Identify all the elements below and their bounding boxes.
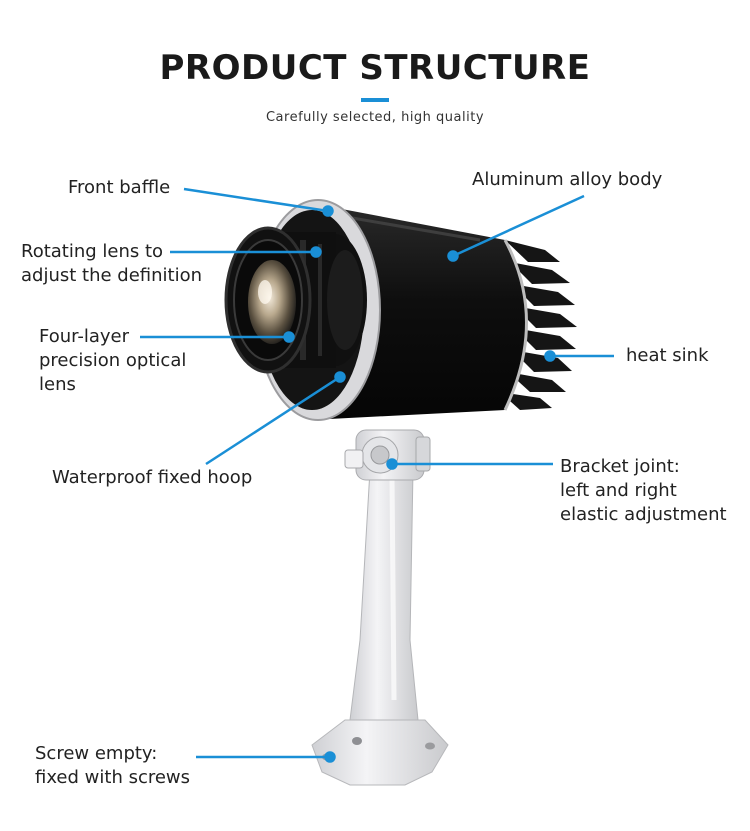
leader-lines — [140, 187, 614, 763]
callout-bracket-joint-line2: left and right — [560, 480, 677, 501]
callout-screw-line2: fixed with screws — [35, 767, 191, 788]
page-subtitle: Carefully selected, high quality — [265, 110, 485, 125]
callout-rotating-lens-line1: Rotating lens to — [21, 241, 164, 262]
callout-optical-lens-line1: Four-layer — [39, 326, 130, 347]
callout-front-baffle: Front baffle — [68, 177, 171, 198]
callout-bracket-joint: Bracket joint: left and right elastic ad… — [560, 455, 727, 527]
callout-rotating-lens: Rotating lens to adjust the definition — [21, 240, 202, 288]
callout-waterproof-hoop: Waterproof fixed hoop — [52, 467, 253, 488]
callout-bracket-joint-line1: Bracket joint: — [560, 456, 680, 477]
bracket-joint-shape — [344, 429, 431, 481]
callout-heat-sink: heat sink — [626, 345, 709, 366]
lens-barrel-shape — [224, 226, 367, 374]
callout-optical-lens-line3: lens — [39, 374, 76, 395]
callout-optical-lens-line2: precision optical — [39, 350, 187, 371]
title-underline — [361, 98, 389, 102]
page-title: PRODUCT STRUCTURE — [159, 48, 591, 88]
callout-bracket-joint-line3: elastic adjustment — [560, 504, 727, 525]
callout-rotating-lens-line2: adjust the definition — [21, 265, 203, 286]
callout-aluminum-body: Aluminum alloy body — [472, 169, 663, 190]
callout-screw: Screw empty: fixed with screws — [35, 742, 190, 790]
callout-optical-lens: Four-layer precision optical lens — [39, 325, 186, 397]
bracket-arm — [349, 469, 419, 721]
heat-sink-fins — [500, 240, 577, 410]
bracket-base — [311, 719, 449, 786]
callout-screw-line1: Screw empty: — [35, 743, 158, 764]
